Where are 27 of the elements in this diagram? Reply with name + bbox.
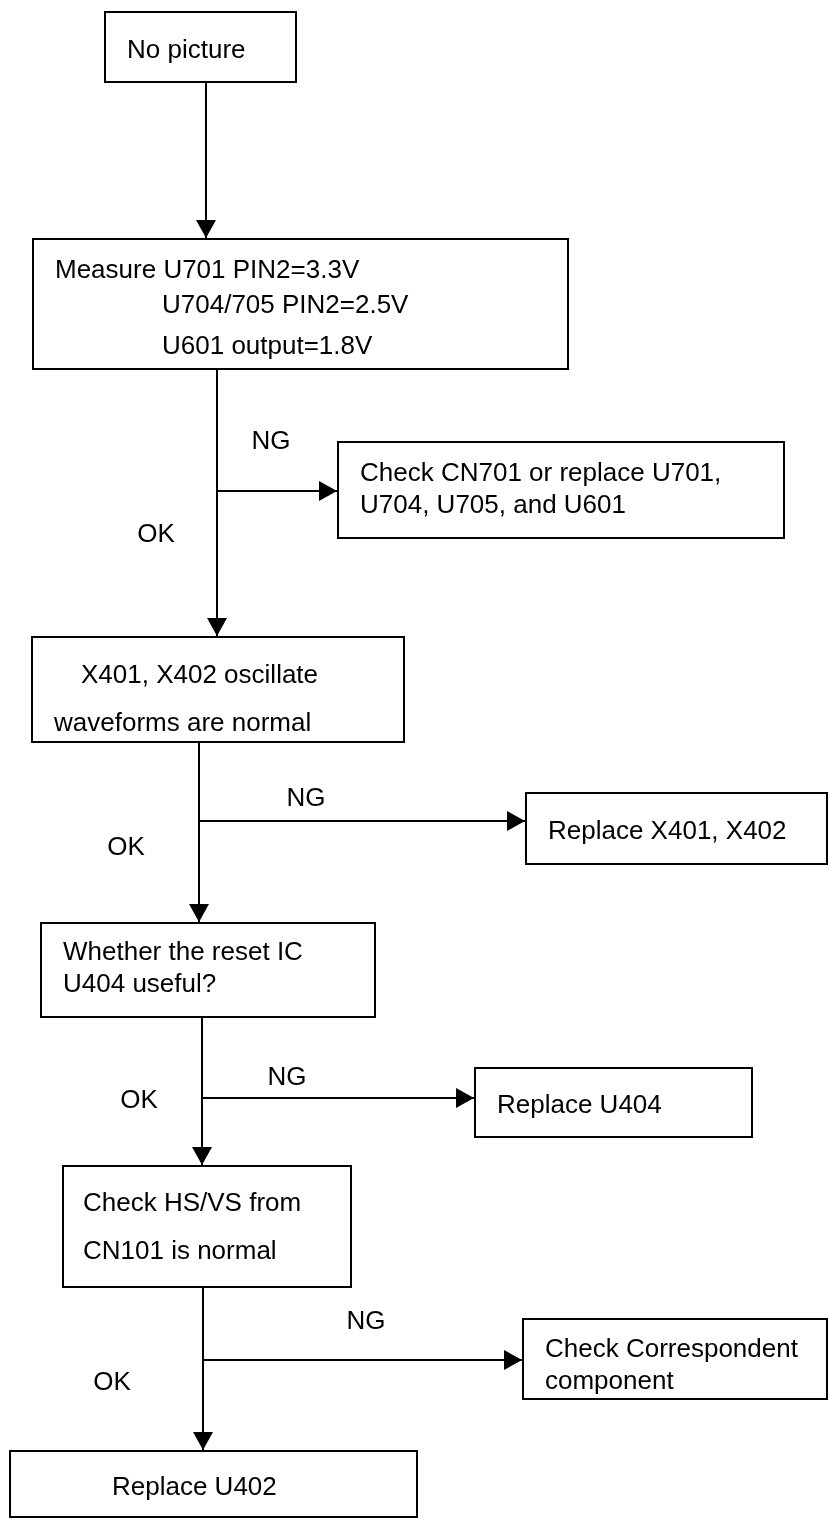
box-text: U704/705 PIN2=2.5V bbox=[162, 288, 409, 320]
box-text: X401, X402 oscillate bbox=[81, 658, 319, 690]
box-text: CN101 is normal bbox=[83, 1234, 277, 1266]
box-text: Replace U404 bbox=[497, 1088, 662, 1120]
process-box bbox=[31, 636, 405, 743]
process-box bbox=[474, 1067, 753, 1138]
box-text: Replace X401, X402 bbox=[548, 814, 787, 846]
box-text: Measure U701 PIN2=3.3V bbox=[55, 253, 360, 285]
box-text: Check HS/VS from bbox=[83, 1186, 302, 1218]
arrow bbox=[197, 82, 215, 239]
box-text: Replace U402 bbox=[112, 1470, 277, 1502]
process-box bbox=[522, 1318, 828, 1400]
box-text: Check Correspondent component bbox=[545, 1332, 799, 1396]
process-box bbox=[525, 792, 828, 865]
process-box bbox=[40, 922, 376, 1018]
process-box bbox=[9, 1450, 418, 1518]
process-box bbox=[62, 1165, 352, 1288]
box-text: waveforms are normal bbox=[54, 706, 312, 738]
arrow bbox=[201, 1017, 475, 1107]
box-text: Check CN701 or replace U701, U704, U705, and U601 bbox=[360, 456, 723, 520]
process-box bbox=[32, 238, 569, 370]
box-text: Whether the reset IC U404 useful? bbox=[63, 935, 304, 999]
box-text: U601 output=1.8V bbox=[162, 329, 373, 361]
box-text: No picture bbox=[127, 33, 246, 65]
process-box bbox=[337, 441, 785, 539]
process-box bbox=[104, 11, 297, 83]
arrow bbox=[216, 369, 338, 500]
